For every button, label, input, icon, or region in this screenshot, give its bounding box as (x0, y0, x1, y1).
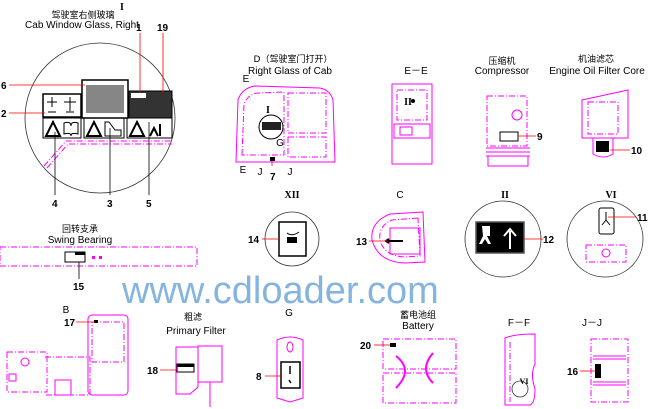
glass-edge (43, 140, 172, 169)
view-g: G 8 (256, 308, 304, 403)
title-en: Right Glass of Cab (248, 66, 332, 77)
view-title: B (63, 305, 70, 316)
detail-mark-i: I (266, 105, 270, 116)
person-hazard-icon (149, 124, 161, 137)
engine-oil-filter-view: 机油滤芯 Engine Oil Filter Core 10 (549, 53, 645, 158)
decal-20 (390, 343, 396, 347)
callout-1: 1 (136, 23, 142, 34)
view-b: B 17 (6, 305, 129, 396)
section-e-e: E－E II (391, 66, 433, 165)
arrow-decal-13 (384, 238, 403, 244)
callout-9: 9 (537, 132, 543, 143)
callout-2: 2 (1, 109, 7, 120)
title-en: Battery (402, 321, 434, 332)
title-cn: 回转支承 (62, 223, 98, 235)
callout-10: 10 (631, 146, 643, 157)
callout-14: 14 (248, 235, 260, 246)
title-en: Cab Window Glass, Right (25, 20, 139, 31)
cab-outline (235, 85, 336, 163)
detail-xii: XII 14 (248, 190, 320, 267)
view-c: C 13 (356, 190, 426, 264)
section-f-f: F－F VI (504, 318, 536, 406)
title-cn: 压缩机 (488, 55, 515, 67)
section-title: J－J (582, 318, 602, 329)
title-cn: 驾驶室右侧玻璃 (51, 9, 114, 21)
title-en: Swing Bearing (48, 235, 112, 246)
decal-16 (595, 364, 601, 378)
section-title: F－F (508, 318, 530, 329)
running-man-icon (479, 226, 491, 244)
manual-book-icon (63, 121, 79, 137)
callout-7: 7 (270, 172, 276, 183)
detail-ii: II 12 (464, 190, 555, 278)
warning-triangle-icon (44, 119, 146, 137)
section-mark-j-right: J (288, 167, 293, 178)
detail-mark-vi: VI (520, 377, 529, 386)
warning-decal-row (42, 117, 173, 139)
callout-17: 17 (64, 318, 76, 329)
title-en: Primary Filter (166, 326, 226, 337)
callout-20: 20 (360, 341, 372, 352)
callout-leaders (9, 33, 164, 195)
callout-8: 8 (256, 372, 262, 383)
decal-7 (270, 157, 275, 161)
detail-title: XII (284, 190, 299, 201)
detail-mark-ii: II (404, 97, 412, 108)
callout-18: 18 (147, 366, 159, 377)
callout-5: 5 (146, 199, 152, 210)
section-mark-e-bottom: E (240, 165, 247, 176)
callout-6: 6 (1, 81, 7, 92)
up-arrow-icon (503, 227, 517, 249)
callout-13: 13 (356, 237, 368, 248)
view-title: G (285, 308, 293, 319)
callout-16: 16 (567, 367, 579, 378)
battery-cables (395, 352, 434, 389)
detail-circle (24, 42, 176, 194)
cab-window-glass-detail: I 驾驶室右侧玻璃 Cab Window Glass, Right (1, 2, 176, 210)
section-title: E－E (404, 66, 428, 77)
section-mark-e-top: E (243, 74, 250, 85)
detail-label: I (120, 2, 124, 13)
section-mark-j-left: J (258, 167, 263, 178)
compressor-view: 压缩机 Compressor 9 (475, 55, 543, 167)
decal-8 (280, 361, 301, 389)
callout-19: 19 (157, 23, 169, 34)
watermark: www.cdloader.com (121, 270, 439, 312)
title-cn: 粗滤 (184, 311, 202, 323)
decal-2 (42, 93, 82, 118)
primary-filter-view: 粗滤 Primary Filter 18 (147, 311, 226, 407)
side-glass-upper (287, 92, 327, 134)
callout-4: 4 (52, 199, 58, 210)
decal-10 (596, 141, 609, 152)
section-mark-g: G (276, 138, 284, 149)
battery-view: 蓄电池组 Battery 20 (360, 309, 457, 404)
callout-11: 11 (637, 213, 648, 224)
side-glass-lower (287, 136, 327, 158)
detail-title: VI (605, 190, 616, 201)
title-cn: 机油滤芯 (578, 53, 614, 65)
detail-vi: VI 11 (566, 190, 648, 278)
right-glass-of-cab-view: D（驾驶室门打开） Right Glass of Cab E I G E J J… (235, 53, 336, 183)
title-en: Engine Oil Filter Core (549, 66, 645, 77)
decal-9 (499, 131, 519, 142)
title-en: Compressor (475, 66, 530, 77)
callout-12: 12 (543, 235, 555, 246)
callout-3: 3 (107, 199, 113, 210)
decal-1-header (131, 93, 146, 98)
decal-2-symbols (47, 97, 76, 113)
title-cn: D（驾驶室门打开） (254, 53, 333, 65)
crush-hazard-icon (104, 121, 122, 137)
view-title: C (396, 190, 403, 201)
decal-cluster (262, 122, 281, 130)
detail-title: II (501, 190, 509, 201)
swing-bearing-view: 回转支承 Swing Bearing 15 (0, 223, 198, 293)
section-j-j: J－J 16 (567, 318, 629, 403)
decal-6-text (86, 85, 124, 113)
callout-15: 15 (73, 282, 85, 293)
decal-17 (94, 320, 98, 323)
title-cn: 蓄电池组 (400, 309, 436, 321)
